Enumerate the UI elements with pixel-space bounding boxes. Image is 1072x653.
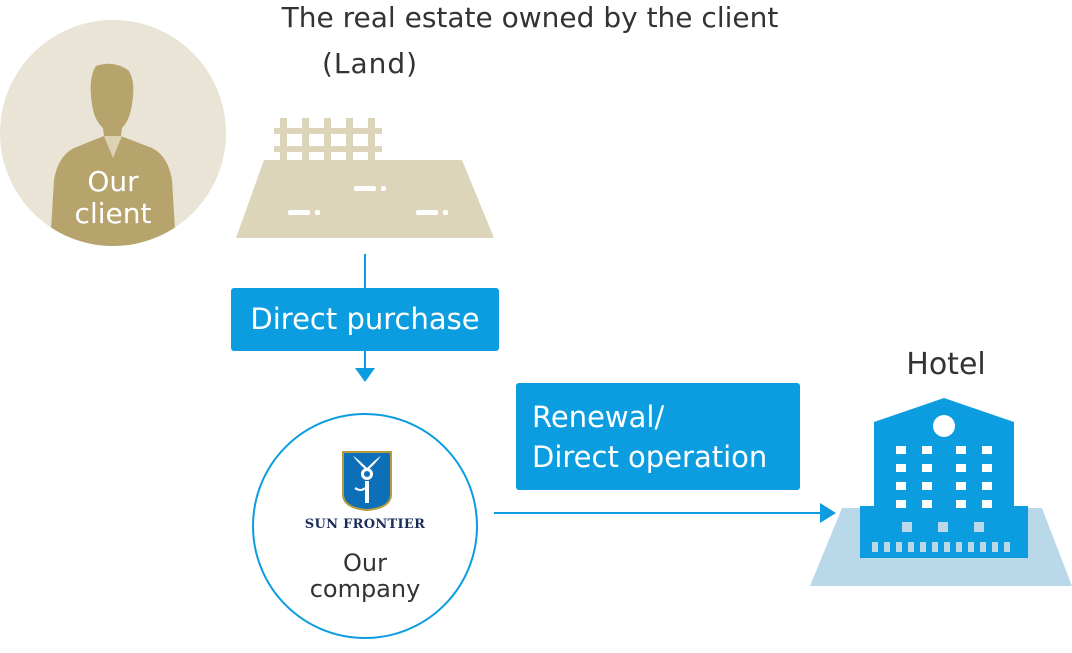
client-circle: [0, 20, 226, 246]
hotel-label: Hotel: [906, 347, 986, 382]
renewal-label: Renewal/ Direct operation: [516, 383, 800, 490]
direct-purchase-label: Direct purchase: [231, 288, 499, 351]
client-label-line1: Our: [87, 165, 139, 198]
client-label: Our client: [58, 166, 168, 230]
company-label: Our company: [252, 550, 478, 602]
company-circle: [252, 413, 478, 639]
land-plot-with-fence-icon: [236, 118, 494, 238]
company-label-line1: Our: [343, 549, 387, 577]
company-label-line2: company: [309, 575, 421, 603]
right-arrow-icon: [494, 503, 836, 523]
client-label-line2: client: [74, 197, 152, 230]
brand-name: SUN FRONTIER: [304, 517, 426, 532]
renewal-line1: Renewal/: [532, 400, 665, 434]
hotel-building-icon: [810, 398, 1072, 586]
sun-frontier-logo-icon: [342, 451, 392, 512]
diagram-subtitle: (Land): [321, 47, 419, 80]
diagram-title: The real estate owned by the client: [281, 1, 779, 34]
renewal-line2: Direct operation: [532, 440, 768, 474]
person-silhouette-icon: [50, 63, 176, 246]
